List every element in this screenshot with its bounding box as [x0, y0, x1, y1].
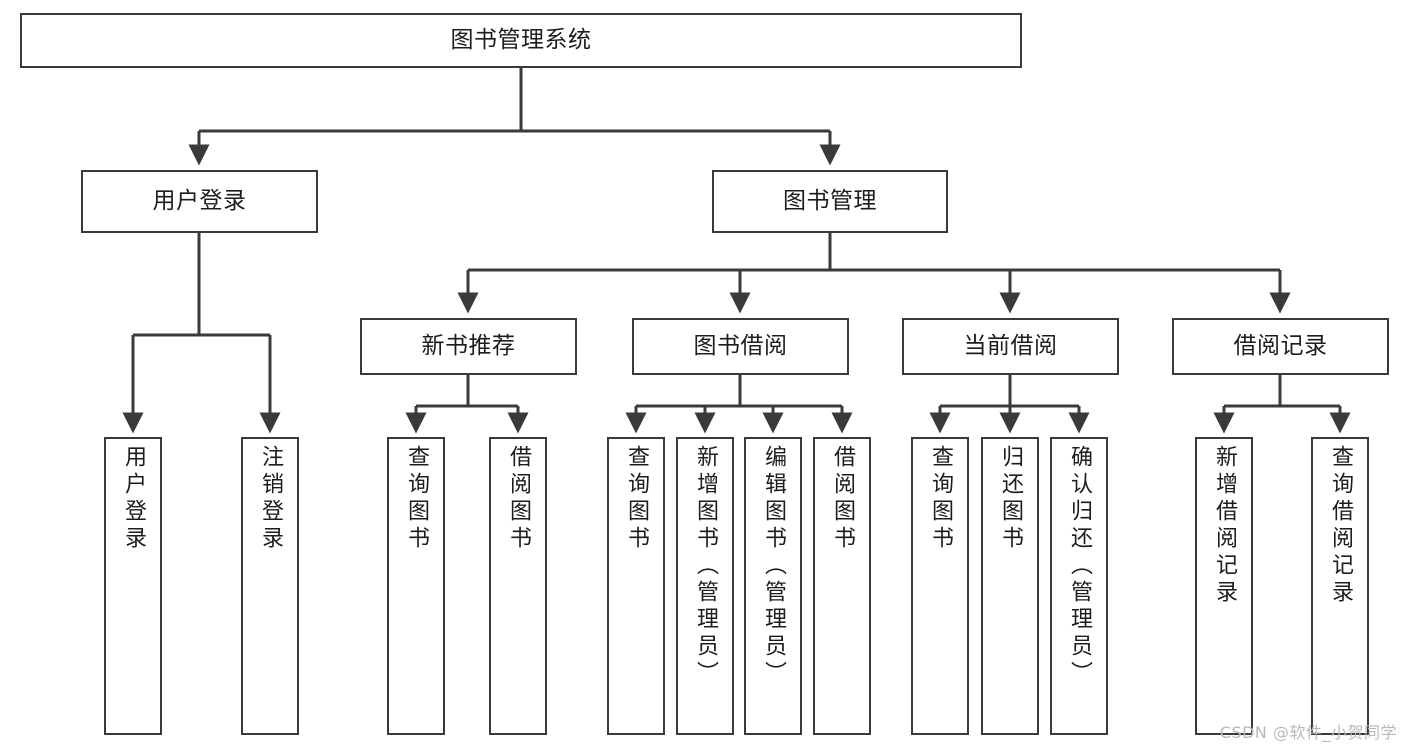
node-label: 确认归还（管理员） [1067, 445, 1092, 688]
leaf-return-book[interactable]: 归还图书 [981, 437, 1039, 735]
leaf-query-borrow-record[interactable]: 查询借阅记录 [1311, 437, 1369, 735]
leaf-borrow-book-borrow[interactable]: 借阅图书 [813, 437, 871, 735]
node-new-book-recommend[interactable]: 新书推荐 [360, 318, 577, 375]
leaf-edit-book[interactable]: 编辑图书（管理员） [744, 437, 802, 735]
leaf-borrow-book-new-recommend[interactable]: 借阅图书 [489, 437, 547, 735]
leaf-query-book-new-recommend[interactable]: 查询图书 [387, 437, 445, 735]
node-label: 新书推荐 [421, 332, 516, 359]
node-label: 编辑图书（管理员） [761, 445, 786, 688]
node-label: 查询图书 [624, 445, 649, 553]
node-user-login[interactable]: 用户登录 [81, 170, 318, 233]
node-book-borrow[interactable]: 图书借阅 [632, 318, 849, 375]
node-label: 注销登录 [258, 445, 283, 553]
node-label: 借阅记录 [1233, 332, 1328, 359]
leaf-query-book-borrow[interactable]: 查询图书 [607, 437, 665, 735]
watermark-text: CSDN @软件_小贺同学 [1219, 723, 1397, 742]
node-label: 图书管理系统 [450, 26, 592, 53]
node-label: 新增借阅记录 [1212, 445, 1237, 607]
node-label: 查询借阅记录 [1328, 445, 1353, 607]
leaf-logout-login[interactable]: 注销登录 [241, 437, 299, 735]
node-label: 图书借阅 [693, 332, 788, 359]
node-book-manage[interactable]: 图书管理 [712, 170, 948, 233]
node-label: 查询图书 [928, 445, 953, 553]
node-label: 归还图书 [998, 445, 1023, 553]
leaf-confirm-return[interactable]: 确认归还（管理员） [1050, 437, 1108, 735]
node-label: 借阅图书 [830, 445, 855, 553]
node-root-system[interactable]: 图书管理系统 [20, 13, 1022, 68]
node-label: 借阅图书 [506, 445, 531, 553]
leaf-user-login[interactable]: 用户登录 [104, 437, 162, 735]
node-label: 用户登录 [121, 445, 146, 553]
node-label: 当前借阅 [963, 332, 1058, 359]
leaf-add-borrow-record[interactable]: 新增借阅记录 [1195, 437, 1253, 735]
node-label: 图书管理 [783, 187, 877, 214]
node-borrow-record[interactable]: 借阅记录 [1172, 318, 1389, 375]
node-label: 查询图书 [404, 445, 429, 553]
node-label: 新增图书（管理员） [693, 445, 718, 688]
node-label: 用户登录 [152, 187, 247, 214]
node-current-borrow[interactable]: 当前借阅 [902, 318, 1119, 375]
leaf-add-book[interactable]: 新增图书（管理员） [676, 437, 734, 735]
leaf-query-book-current[interactable]: 查询图书 [911, 437, 969, 735]
